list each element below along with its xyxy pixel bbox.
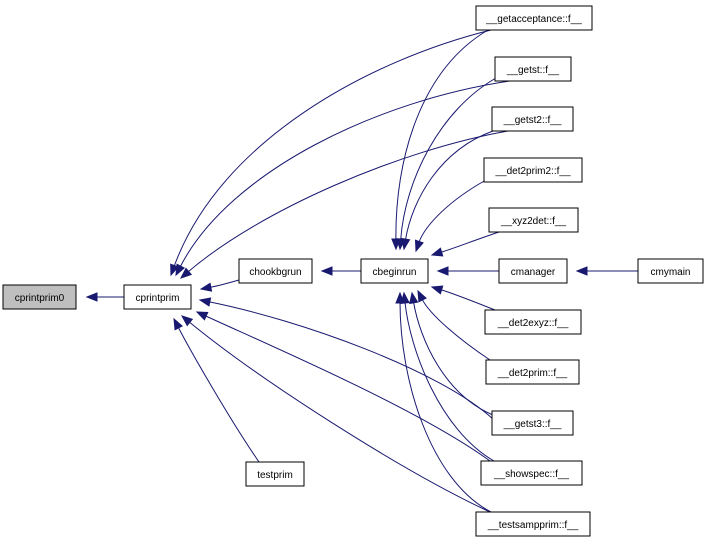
edge-cbeginrun-to-chookbgrun (320, 266, 362, 276)
nodes-layer: cprintprim0 cprintprim chookbgrun cbegin… (2, 5, 704, 537)
edge-det2exyz-to-cbeginrun (430, 285, 496, 311)
node-label: __getst2::f__ (503, 115, 562, 126)
edge-cmymain-to-cmanager (575, 266, 639, 276)
edge-testsampprim-to-cbeginrun (395, 291, 492, 513)
node-label: cbeginrun (373, 267, 417, 278)
node-label: __testsampprim::f__ (487, 520, 579, 531)
node-label: cmymain (650, 267, 690, 278)
node-det2prim[interactable]: __det2prim::f__ (485, 359, 580, 385)
edge-showspec-to-cprintprim (195, 311, 491, 462)
node-getst2[interactable]: __getst2::f__ (491, 106, 574, 132)
node-label: cmanager (511, 267, 556, 278)
node-label: __det2exyz::f__ (497, 318, 569, 329)
node-cbeginrun[interactable]: cbeginrun (360, 258, 429, 284)
edge-testprim-to-cprintprim (173, 317, 260, 463)
node-getacceptance[interactable]: __getacceptance::f__ (475, 5, 593, 31)
node-label: __showspec::f__ (493, 469, 569, 480)
node-label: chookbgrun (249, 267, 301, 278)
node-det2prim2[interactable]: __det2prim2::f__ (483, 157, 583, 183)
node-cprintprim0[interactable]: cprintprim0 (2, 284, 77, 310)
edge-cmanager-to-cbeginrun (436, 266, 500, 276)
node-xyz2det[interactable]: __xyz2det::f__ (488, 207, 579, 233)
node-label: __xyz2det::f__ (500, 216, 566, 227)
edge-showspec-to-cbeginrun (400, 291, 495, 462)
node-label: __det2prim2::f__ (494, 166, 570, 177)
edge-getst-to-cprintprim (175, 80, 511, 277)
edge-det2prim2-to-cbeginrun (414, 179, 487, 253)
node-chookbgrun[interactable]: chookbgrun (238, 258, 313, 284)
edges-layer (85, 29, 639, 513)
edge-xyz2det-to-cbeginrun (430, 231, 500, 257)
node-cmymain[interactable]: cmymain (637, 258, 704, 284)
edge-testsampprim-to-cprintprim (180, 315, 491, 513)
node-det2exyz[interactable]: __det2exyz::f__ (484, 309, 582, 335)
edge-getst2-to-cprintprim (179, 130, 509, 279)
node-getst3[interactable]: __getst3::f__ (491, 410, 574, 436)
edge-chookbgrun-to-cprintprim (199, 279, 240, 292)
edge-det2prim-to-cbeginrun (417, 289, 491, 361)
node-testsampprim[interactable]: __testsampprim::f__ (475, 511, 591, 537)
node-label: __getst::f__ (506, 65, 560, 76)
edge-getacceptance-to-cprintprim (170, 29, 492, 277)
node-cmanager[interactable]: cmanager (498, 258, 568, 284)
node-label: cprintprim (136, 293, 180, 304)
edge-getst3-to-cbeginrun (409, 291, 494, 416)
node-cprintprim[interactable]: cprintprim (123, 284, 192, 310)
edge-getst3-to-cprintprim (198, 297, 495, 421)
node-label: testprim (257, 470, 293, 481)
node-label: __getst3::f__ (503, 419, 562, 430)
node-showspec[interactable]: __showspec::f__ (480, 460, 583, 486)
edge-cprintprim-to-cprintprim0 (85, 292, 124, 302)
node-getst[interactable]: __getst::f__ (494, 56, 572, 82)
edge-getst2-to-cbeginrun (401, 130, 494, 251)
node-label: __det2prim::f__ (497, 368, 568, 379)
node-label: __getacceptance::f__ (485, 14, 582, 25)
node-label: cprintprim0 (15, 293, 65, 304)
node-testprim[interactable]: testprim (245, 461, 305, 487)
